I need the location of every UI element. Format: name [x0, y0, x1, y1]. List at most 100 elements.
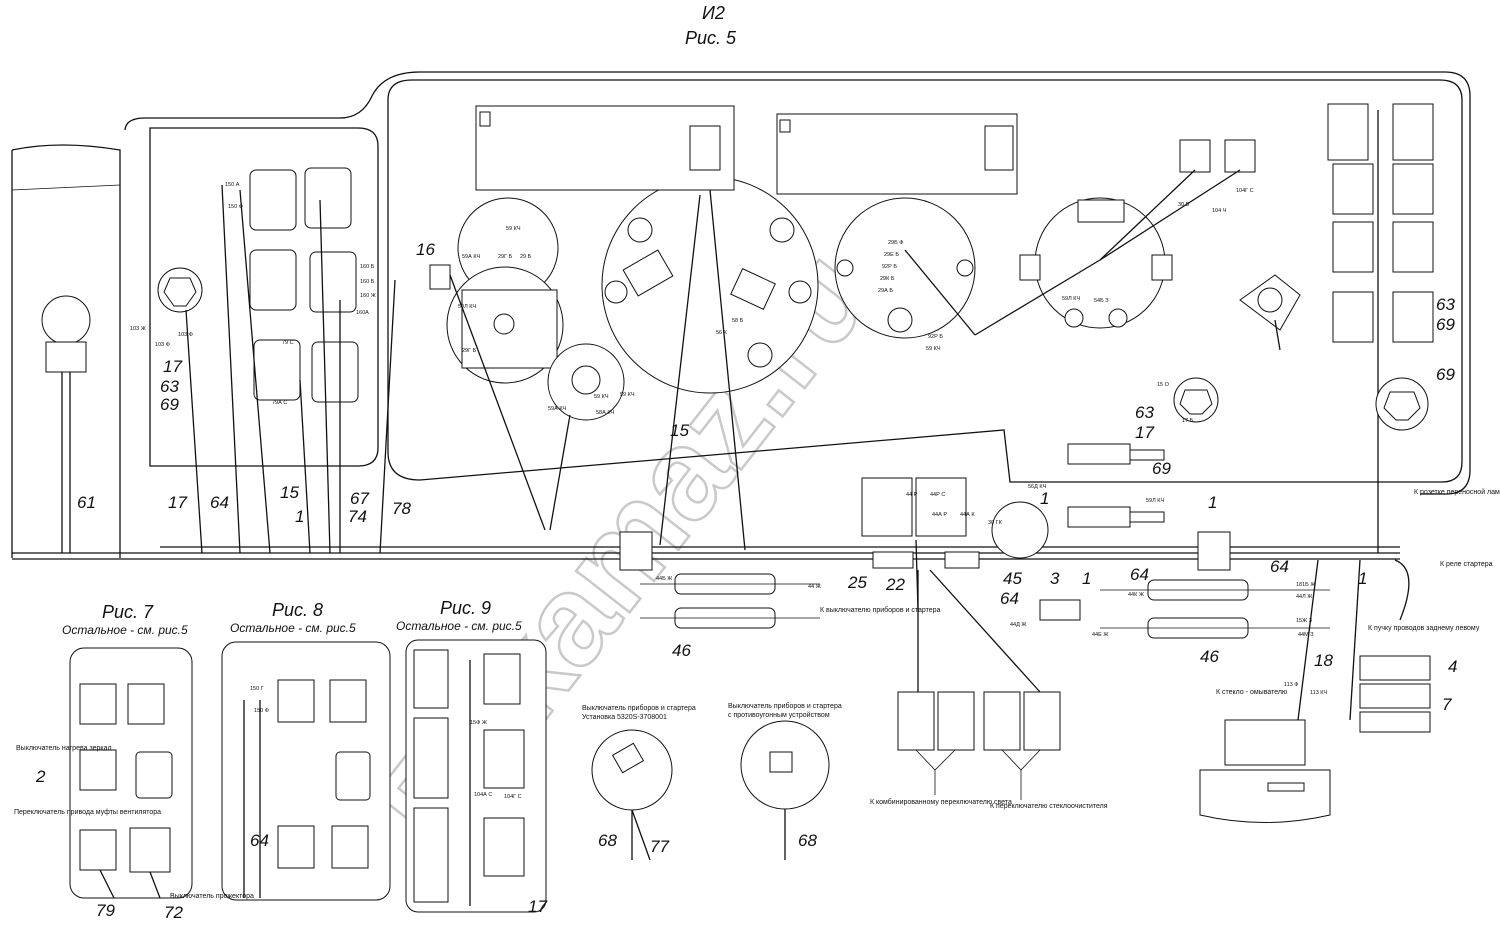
- dashboard-outline: [124, 71, 1471, 495]
- fig8-subtitle: Остальное - см. рис.5: [230, 621, 356, 635]
- fig7-panel: [69, 647, 193, 899]
- small-gauge: [547, 343, 625, 531]
- callout-67: 67: [350, 489, 369, 508]
- wire-tag: 104Г С: [1236, 188, 1254, 194]
- note-to-lamp-socket: К розетке переносной лампы: [1414, 488, 1500, 496]
- indicator-switches: [1099, 139, 1256, 261]
- note-to-washer: К стекло - омывателю: [1216, 689, 1287, 696]
- callout-22: 22: [885, 575, 905, 594]
- relay-unit-top: [1067, 443, 1165, 528]
- wire-tag: 44Р С: [930, 492, 945, 498]
- callout-64c: 64: [1000, 589, 1019, 608]
- callout-69c: 69: [1436, 315, 1455, 334]
- side-lamp-c: [1375, 377, 1429, 431]
- wire-tag: 150 Ф: [254, 708, 269, 714]
- wire-tag: 59Л КЧ: [1062, 296, 1080, 302]
- wire-tag: 103 Ж: [130, 326, 146, 332]
- wire-tag: 59А КЧ: [548, 406, 567, 412]
- callout-2: 2: [35, 767, 46, 786]
- wire-tag: 59 КЧ: [620, 392, 635, 398]
- wire-tag: 104А С: [474, 792, 492, 798]
- left-switch-block: [221, 167, 396, 554]
- fig8-panel: [221, 641, 391, 901]
- wire-tag: 15Ф Ж: [470, 720, 487, 726]
- figure-main-title: Рис. 5: [685, 28, 737, 48]
- right-blocks: [1349, 559, 1431, 733]
- wire-tag: 44М З: [1298, 632, 1314, 638]
- fig7-subtitle: Остальное - см. рис.5: [62, 623, 188, 637]
- wire-tag: 29 Б: [520, 254, 532, 260]
- fig7-title: Рис. 7: [102, 602, 154, 622]
- callout-64b: 64: [1130, 565, 1149, 584]
- ignition-switch-b: [740, 720, 830, 860]
- note-projector-switch: Выключатель прожектора: [170, 893, 254, 900]
- callout-15b: 15: [280, 483, 299, 502]
- note-to-wiper-switch: К переключателю стеклоочистителя: [990, 803, 1108, 810]
- wire-tag: 15 О: [1157, 382, 1170, 388]
- central-connector: [861, 477, 1049, 611]
- callout-18: 18: [1314, 651, 1333, 670]
- wire-tag: 44 Ж: [808, 584, 821, 590]
- wire-tag: 59А КЧ: [462, 254, 481, 260]
- callout-63b: 63: [1135, 403, 1154, 422]
- instrument-panel-outline: [387, 79, 1463, 483]
- washer-reservoir: [1199, 559, 1331, 823]
- side-lamp-a: [1239, 274, 1301, 351]
- note-fan-clutch-switch: Переключатель привода муфты вентилятора: [14, 809, 161, 816]
- callout-74: 74: [348, 507, 367, 526]
- callout-63a: 63: [160, 377, 179, 396]
- sheet-label: И2: [702, 3, 725, 23]
- side-lamp-b: [1173, 377, 1219, 423]
- wire-tag: 44 Р: [906, 492, 918, 498]
- fuse-lines-46: [640, 573, 1330, 639]
- wire-tag: 54Б З: [1094, 298, 1109, 304]
- callout-77: 77: [650, 837, 669, 856]
- wire-tag: 44Л Ж: [1296, 594, 1312, 600]
- speedometer: [601, 176, 819, 551]
- note-ignition-b-title: Выключатель приборов и стартера: [728, 702, 842, 710]
- note-ignition-a-title: Выключатель приборов и стартера: [582, 704, 696, 712]
- note-to-harness-rear-left: К пучку проводов заднему левому: [1368, 625, 1480, 632]
- wire-tag: 56Д КЧ: [1028, 484, 1047, 490]
- fig8-title: Рис. 8: [272, 600, 323, 620]
- callout-46a: 46: [672, 641, 691, 660]
- lamp-61: [41, 295, 91, 553]
- wire-tag: 79 С: [282, 340, 294, 346]
- callout-3: 3: [1050, 569, 1060, 588]
- wire-tag: 104 Ч: [1212, 208, 1227, 214]
- wire-tag: 104Г С: [504, 794, 522, 800]
- wire-tag: 160 Б: [360, 264, 375, 270]
- wire-tag: 92Р Б: [882, 264, 897, 270]
- wire-tag: 59Л КЧ: [458, 304, 476, 310]
- left-panel-outline: [149, 127, 379, 467]
- callout-61: 61: [77, 493, 96, 512]
- wire-tag: 59 КЧ: [594, 394, 609, 400]
- wire-tag: 29Г Б: [462, 348, 477, 354]
- wire-tag-group: 103 Ж 103 Ф 103 Ф 150 А 150 Ф 160 Б 160 …: [130, 182, 1328, 800]
- callout-1a: 1: [295, 507, 304, 526]
- fig9-panel: [405, 639, 547, 913]
- wire-tag: 79А С: [272, 400, 287, 406]
- callout-68b: 68: [798, 831, 817, 850]
- callout-1d: 1: [1082, 569, 1091, 588]
- wire-tag: 29А Б: [878, 288, 893, 294]
- wire-tag: 181Б Ж: [1296, 582, 1315, 588]
- note-ignition-b-sub: с противоугонным устройством: [728, 711, 830, 719]
- note-to-starter-relay: К реле стартера: [1440, 561, 1493, 568]
- ignition-switch-a: [591, 729, 673, 861]
- fig9-subtitle: Остальное - см. рис.5: [396, 619, 522, 633]
- callout-25: 25: [847, 573, 867, 592]
- wire-tag: 17 Б: [1182, 418, 1194, 424]
- callout-63c: 63: [1436, 295, 1455, 314]
- wire-tag: 29К Б: [880, 276, 895, 282]
- wire-tag: 44Е Ж: [1092, 632, 1108, 638]
- wire-tag: 29Е Б: [884, 252, 899, 258]
- callout-15a: 15: [670, 421, 689, 440]
- wire-tag: 58А КЧ: [596, 410, 615, 416]
- fig9-title: Рис. 9: [440, 598, 491, 618]
- wire-tag: 44Б Ж: [656, 576, 672, 582]
- callout-69d: 69: [1436, 365, 1455, 384]
- wire-tag: 59Л КЧ: [1146, 498, 1164, 504]
- callout-46b: 46: [1200, 647, 1219, 666]
- callout-64e: 64: [250, 831, 269, 850]
